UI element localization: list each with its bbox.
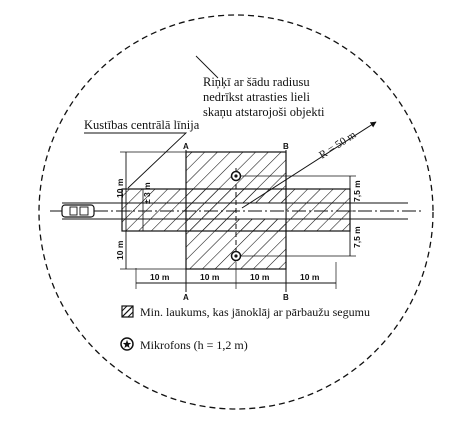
- legend-hatched-text: Min. laukums, kas jānoklāj ar pārbaužu s…: [140, 305, 370, 319]
- section-b-bottom: B: [283, 293, 289, 302]
- dim-bottom-3: 10 m: [250, 272, 270, 282]
- bottom-dimensions: [135, 262, 337, 289]
- dim-left-10m-upper: 10 m: [115, 178, 125, 198]
- dim-bottom-4: 10 m: [300, 272, 320, 282]
- car-icon: [61, 204, 95, 218]
- radius-label: R = 50 m: [317, 129, 359, 162]
- circle-note-line-1: Riņķī ar šādu radiusu: [203, 75, 310, 89]
- dim-left-3m: ± 3 m: [142, 182, 152, 204]
- microphone-icon: [230, 170, 242, 262]
- radius-boundary-circle: [38, 14, 434, 410]
- section-b-top: B: [283, 142, 289, 151]
- section-a-bottom: A: [183, 293, 189, 302]
- radius-line: [241, 121, 377, 209]
- section-a-top: A: [183, 142, 189, 151]
- right-dimensions: [240, 175, 356, 257]
- center-line-label: Kustības centrālā līnija: [84, 118, 200, 132]
- center-line-leader: [84, 132, 188, 189]
- dim-left-10m-lower: 10 m: [115, 240, 125, 260]
- microphone-circle-icon: [120, 337, 134, 351]
- hatched-square-icon: [121, 305, 134, 318]
- legend-microphone-text: Mikrofons (h = 1,2 m): [140, 338, 248, 352]
- circle-note-line-3: skaņu atstarojoši objekti: [203, 105, 325, 119]
- circle-note-line-2: nedrīkst atrasties lieli: [203, 90, 310, 104]
- dim-right-75m-upper: 7,5 m: [352, 180, 362, 202]
- dim-right-75m-lower: 7,5 m: [352, 226, 362, 248]
- left-dimensions: [120, 151, 186, 270]
- circle-note-leader: [195, 55, 219, 79]
- dim-bottom-2: 10 m: [200, 272, 220, 282]
- dim-bottom-1: 10 m: [150, 272, 170, 282]
